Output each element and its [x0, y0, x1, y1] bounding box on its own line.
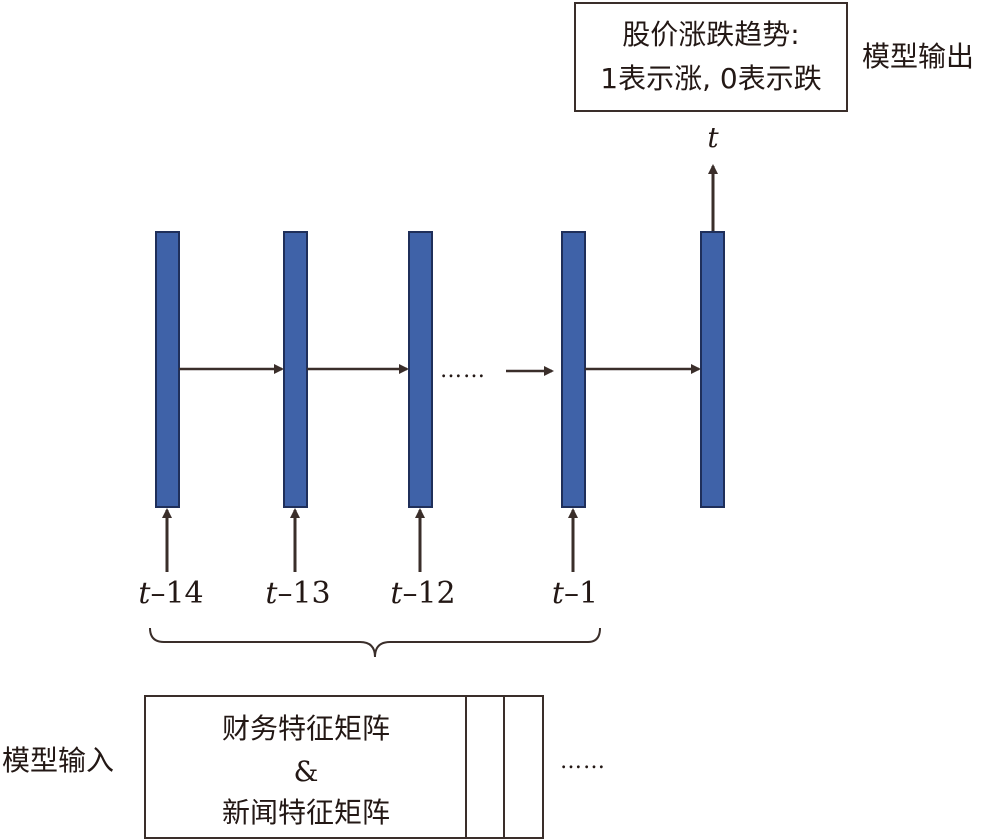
timestep-label-2: t–13: [265, 576, 330, 611]
output-box: [574, 2, 848, 112]
input-box: [144, 695, 544, 839]
lstm-cell-1: [155, 231, 180, 508]
lstm-cell-2: [283, 231, 308, 508]
output-box-line2: 1表示涨, 0表示跌: [600, 62, 821, 95]
input-line1: 财务特征矩阵: [222, 712, 390, 745]
timestep-label-1: t–14: [138, 576, 203, 611]
input-line3: 新闻特征矩阵: [222, 796, 390, 829]
lstm-cell-3: [408, 231, 433, 508]
output-box-line1: 股价涨跌趋势:: [622, 18, 799, 51]
input-line2: &: [294, 755, 319, 788]
output-time-label: t: [707, 121, 719, 154]
timestep-label-3: t–12: [390, 576, 455, 611]
model-output-label: 模型输出: [862, 40, 974, 73]
input-brace: [149, 627, 601, 658]
model-input-label: 模型输入: [2, 744, 114, 777]
lstm-cell-5: [700, 231, 725, 508]
recurrent-ellipsis: ……: [440, 358, 486, 383]
lstm-cell-4: [561, 231, 586, 508]
input-trailing-ellipsis: ……: [560, 749, 606, 774]
timestep-label-4: t–1: [552, 576, 598, 611]
